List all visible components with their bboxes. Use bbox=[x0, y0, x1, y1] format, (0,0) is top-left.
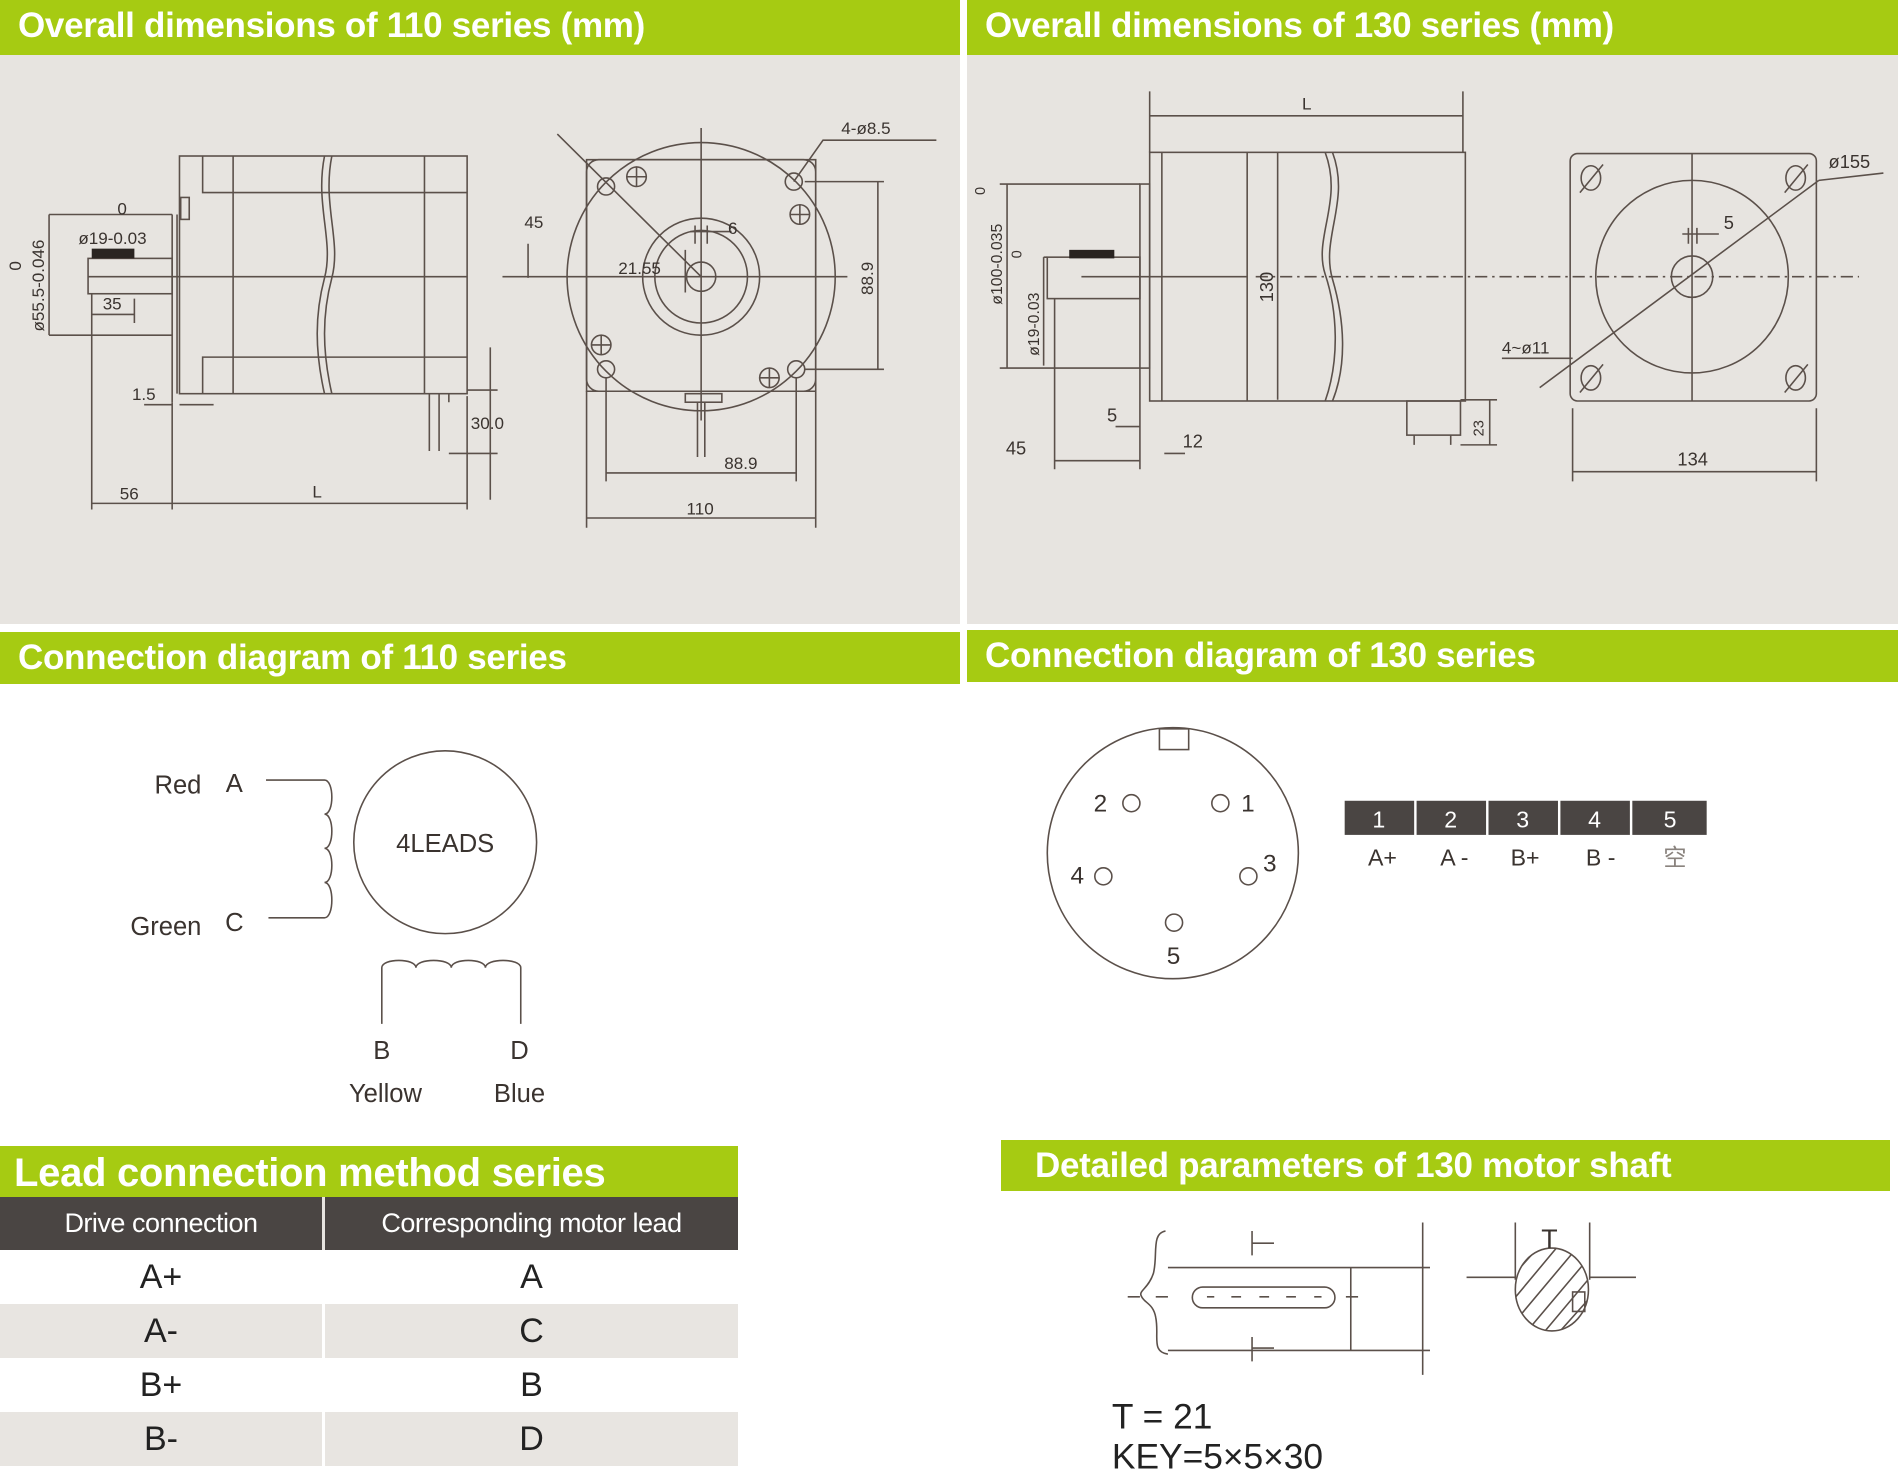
shaft-tol-zero: 0 bbox=[1010, 250, 1026, 258]
drive-cell: A+ bbox=[139, 1257, 183, 1296]
key-depth-label: 21.55 bbox=[618, 259, 661, 278]
flange-offset-label: 12 bbox=[1183, 430, 1203, 451]
table-row: A+ A bbox=[0, 1250, 738, 1304]
drive-cell: A- bbox=[0, 1304, 324, 1358]
motor-label: 4LEADS bbox=[396, 830, 494, 858]
pin-4-label: 4 bbox=[1070, 863, 1084, 890]
pcd-label: ø155 bbox=[1829, 151, 1871, 172]
flange-dia-label: ø100-0.035 bbox=[989, 224, 1006, 305]
key-len-label: 35 bbox=[103, 295, 122, 314]
pin-3-label: 3 bbox=[1263, 850, 1277, 877]
pin-table-num: 3 bbox=[1516, 807, 1529, 833]
conn110-diagram: 4LEADS Red A Green C B Yellow D Blue bbox=[130, 750, 545, 1108]
lead-blue-letter: D bbox=[510, 1037, 528, 1065]
motor110-front-view: 45 4-ø8.5 6 21.55 88.9 88.9 110 bbox=[502, 119, 937, 528]
pin-table-signal: A+ bbox=[1368, 844, 1397, 870]
lead-cell: B bbox=[322, 1358, 738, 1412]
shaft-dia-label: ø19-0.03 bbox=[1026, 292, 1043, 356]
hole-pitch-h-label: 88.9 bbox=[724, 454, 757, 473]
lead-connection-table: Drive connection Corresponding motor lea… bbox=[0, 1197, 738, 1466]
flange-thk-label: 5 bbox=[1107, 405, 1117, 426]
pin-table-signal: A - bbox=[1440, 844, 1468, 870]
hole-pitch-v-label: 88.9 bbox=[858, 262, 877, 295]
dim110-title: Overall dimensions of 110 series (mm) bbox=[0, 0, 960, 55]
t-value: T = 21 bbox=[1112, 1397, 1213, 1436]
pin-table-num: 5 bbox=[1664, 807, 1677, 833]
table-row: B+ B bbox=[0, 1358, 738, 1412]
lead-red-letter: A bbox=[226, 770, 244, 798]
motor130-side-view: L 0 ø100-0.035 0 ø19-0.03 130 5 12 45 23 bbox=[973, 91, 1860, 470]
pin-1-label: 1 bbox=[1241, 791, 1255, 818]
lead-cell: C bbox=[322, 1304, 738, 1358]
shaft-len-label: 56 bbox=[120, 485, 139, 504]
pin-table: 1 2 3 4 5 A+ A - B+ B - 空 bbox=[1344, 800, 1707, 870]
key-value: KEY=5×5×30 bbox=[1112, 1438, 1323, 1476]
motor130-front-view: ø155 5 4~ø11 134 bbox=[1501, 151, 1884, 482]
pin-5-label: 5 bbox=[1167, 943, 1181, 970]
shaft-len-label: 45 bbox=[1006, 438, 1026, 459]
key-width-label: 6 bbox=[728, 219, 737, 238]
conn130-title: Connection diagram of 130 series bbox=[967, 630, 1898, 682]
table-header-row: Drive connection Corresponding motor lea… bbox=[0, 1197, 738, 1250]
motor110-side-view: 0 ø55.5-0.046 0 ø19-0.03 35 1.5 30.0 56 … bbox=[6, 155, 504, 510]
pin-table-num: 4 bbox=[1588, 807, 1601, 833]
height-label: 130 bbox=[1256, 272, 1277, 302]
connector-h-label: 23 bbox=[1472, 420, 1488, 436]
column-header-lead: Corresponding motor lead bbox=[322, 1197, 738, 1250]
conn130-diagram: 1 2 3 4 5 1 2 3 4 5 A+ A - B+ B - 空 bbox=[1046, 726, 1707, 980]
dim130-title: Overall dimensions of 130 series (mm) bbox=[967, 0, 1898, 55]
conn110-title: Connection diagram of 110 series bbox=[0, 632, 960, 684]
lead-blue-color: Blue bbox=[494, 1080, 545, 1108]
body-len-label: L bbox=[1302, 95, 1311, 114]
pin-table-signal: B+ bbox=[1511, 844, 1540, 870]
flange-tol-zero: 0 bbox=[6, 261, 25, 270]
angle-label: 45 bbox=[524, 213, 543, 232]
dim130-panel bbox=[967, 55, 1898, 624]
lead-green-color: Green bbox=[130, 913, 201, 941]
table-row: B-D bbox=[0, 1412, 738, 1466]
holes-label: 4-ø8.5 bbox=[841, 119, 890, 138]
section-label: T bbox=[1541, 1224, 1557, 1254]
shaft130-diagram: T T = 21 KEY=5×5×30 bbox=[1112, 1222, 1636, 1476]
pin-table-num: 2 bbox=[1444, 807, 1457, 833]
flange-thk-label: 1.5 bbox=[132, 385, 156, 404]
flange-dia-label: ø55.5-0.046 bbox=[29, 240, 48, 332]
key-width-label: 5 bbox=[1724, 212, 1734, 233]
body-len-label: L bbox=[312, 482, 321, 501]
drive-cell: B- bbox=[0, 1412, 324, 1466]
pin-table-signal: 空 bbox=[1663, 844, 1686, 870]
lead-cell: A bbox=[322, 1250, 738, 1304]
shaft-tol-zero: 0 bbox=[117, 200, 126, 219]
column-header-drive: Drive connection bbox=[0, 1197, 324, 1250]
lead-yellow-letter: B bbox=[373, 1037, 390, 1065]
connector-len-label: 30.0 bbox=[471, 414, 504, 433]
width-label: 110 bbox=[687, 499, 714, 518]
pin-table-signal: B - bbox=[1586, 844, 1616, 870]
pin-2-label: 2 bbox=[1094, 791, 1108, 818]
holes-label: 4~ø11 bbox=[1502, 338, 1550, 357]
pin-table-num: 1 bbox=[1372, 807, 1385, 833]
drive-cell: B+ bbox=[139, 1365, 183, 1404]
shaft130-title: Detailed parameters of 130 motor shaft bbox=[1001, 1140, 1890, 1191]
table-row: A-C bbox=[0, 1304, 738, 1358]
flange-tol-zero: 0 bbox=[973, 187, 989, 195]
lead-cell: D bbox=[322, 1412, 738, 1466]
shaft-dia-label: ø19-0.03 bbox=[78, 229, 146, 248]
dim110-panel bbox=[0, 55, 960, 624]
lead-red-color: Red bbox=[154, 771, 201, 799]
width-label: 134 bbox=[1677, 449, 1707, 470]
lead-method-title: Lead connection method series bbox=[0, 1146, 738, 1197]
lead-yellow-color: Yellow bbox=[349, 1080, 423, 1108]
lead-green-letter: C bbox=[225, 909, 243, 937]
